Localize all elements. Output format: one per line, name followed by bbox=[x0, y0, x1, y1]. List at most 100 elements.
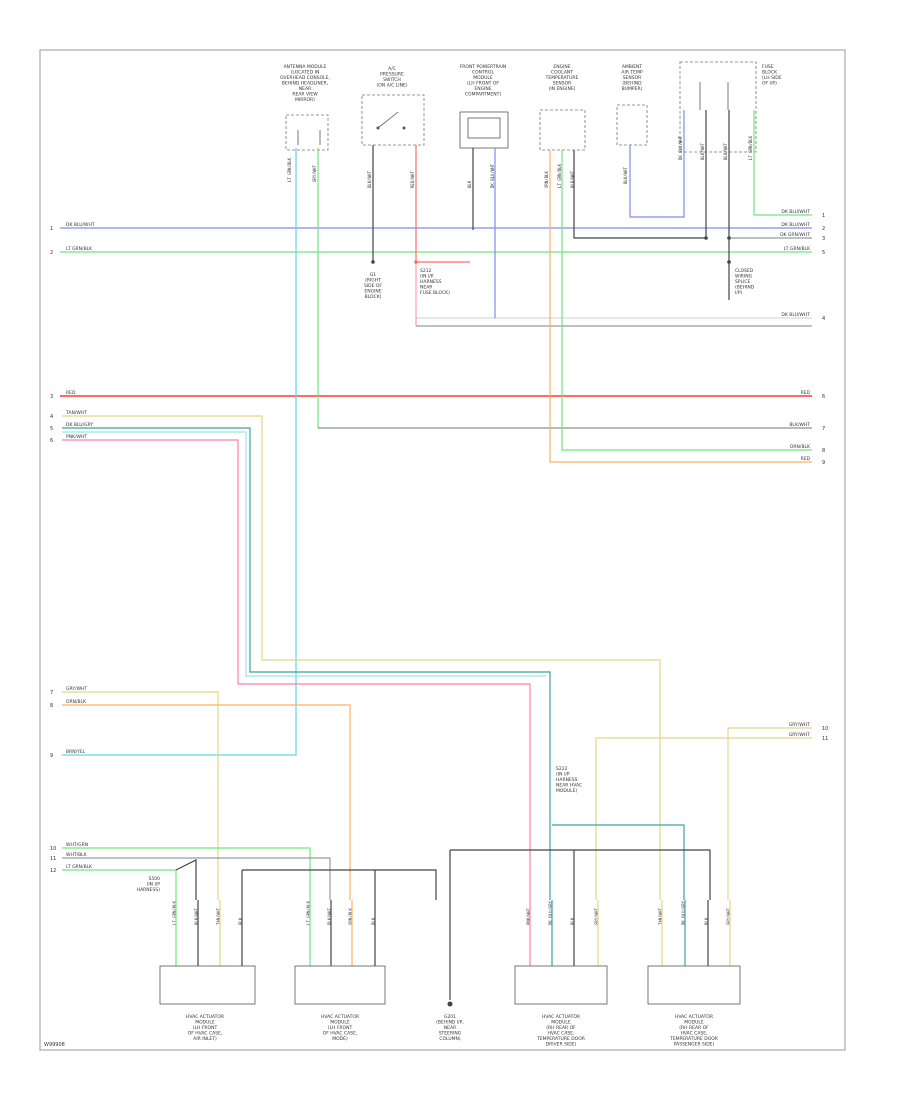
svg-text:DK BLU/GRY: DK BLU/GRY bbox=[548, 900, 553, 925]
left-wire-label: RED bbox=[66, 390, 76, 396]
svg-text:ORN/BLK: ORN/BLK bbox=[544, 171, 549, 188]
hvac-actuator-temp-passenger bbox=[647, 965, 741, 1005]
svg-text:TAN/WHT: TAN/WHT bbox=[658, 908, 663, 925]
right-wire-num: 4 bbox=[822, 316, 825, 322]
svg-text:BLK: BLK bbox=[467, 180, 472, 188]
svg-text:DK BLU/GRY: DK BLU/GRY bbox=[681, 900, 686, 925]
svg-text:LT GRN/BLK: LT GRN/BLK bbox=[287, 157, 292, 182]
wires-middle bbox=[62, 415, 812, 900]
svg-text:BLK: BLK bbox=[238, 917, 243, 925]
left-wire-label: WHT/BLK bbox=[66, 852, 88, 858]
svg-text:ORN/BLK: ORN/BLK bbox=[348, 908, 353, 925]
left-wire-num: 6 bbox=[50, 438, 53, 444]
right-wire-label: ORN/BLK bbox=[790, 444, 811, 450]
svg-text:LT GRN/BLK: LT GRN/BLK bbox=[172, 900, 177, 925]
right-wire-label: RED bbox=[801, 456, 811, 462]
left-wire-label: WHT/GRN bbox=[66, 842, 88, 848]
right-wire-num: 6 bbox=[822, 394, 825, 400]
svg-text:BLK/WHT: BLK/WHT bbox=[723, 143, 728, 160]
svg-text:LT GRN/BLK: LT GRN/BLK bbox=[557, 163, 562, 188]
left-wire-labels: 1 DK BLU/WHT 2 LT GRN/BLK 3 RED 4 TAN/WH… bbox=[50, 222, 95, 874]
left-wire-num: 8 bbox=[50, 703, 53, 709]
svg-text:BLK/WHT: BLK/WHT bbox=[194, 908, 199, 925]
svg-text:DK BLU/WHT: DK BLU/WHT bbox=[490, 163, 495, 188]
svg-text:LT GRN/BLK: LT GRN/BLK bbox=[748, 135, 753, 160]
left-wire-label: GRY/WHT bbox=[66, 686, 87, 692]
left-wire-label: BRN/YEL bbox=[66, 749, 86, 755]
right-wire-labels: DK BLU/WHT 1 DK BLU/WHT 2 DK GRN/WHT 3 D… bbox=[780, 209, 828, 742]
right-wire-label: DK BLU/WHT bbox=[781, 222, 810, 228]
svg-text:TAN/WHT: TAN/WHT bbox=[216, 908, 221, 925]
right-wire-num: 8 bbox=[822, 448, 825, 454]
left-wire-label: DK BLU/WHT bbox=[66, 222, 95, 228]
hvac-actuator-air-inlet bbox=[159, 965, 256, 1005]
left-wire-num: 10 bbox=[50, 846, 56, 852]
right-wire-num: 11 bbox=[822, 736, 828, 742]
left-wire-label: ORN/BLK bbox=[66, 699, 87, 705]
top-pin-labels: LT GRN/BLK GRY/WHT BLK/WHT RED/WHT BLK D… bbox=[287, 135, 753, 188]
svg-text:RED/WHT: RED/WHT bbox=[410, 171, 415, 188]
right-wire-label: DK BLU/WHT bbox=[781, 312, 810, 318]
left-wire-num: 3 bbox=[50, 394, 53, 400]
diagram-id: W99908 bbox=[44, 1042, 65, 1048]
right-wire-num: 5 bbox=[822, 250, 825, 256]
svg-text:BLK: BLK bbox=[704, 917, 709, 925]
svg-text:LT GRN/BLK: LT GRN/BLK bbox=[306, 900, 311, 925]
ground-symbol-g201 bbox=[447, 1001, 453, 1007]
right-wire-num: 7 bbox=[822, 426, 825, 432]
svg-text:BLK: BLK bbox=[570, 917, 575, 925]
right-wire-label: GRY/WHT bbox=[789, 722, 810, 728]
right-wire-label: RED bbox=[801, 390, 811, 396]
right-wire-label: GRY/WHT bbox=[789, 732, 810, 738]
left-wire-label: TAN/WHT bbox=[65, 410, 87, 416]
right-wire-num: 9 bbox=[822, 460, 825, 466]
right-wire-num: 10 bbox=[822, 726, 828, 732]
svg-text:BLK/WHT: BLK/WHT bbox=[367, 171, 372, 188]
right-wire-num: 3 bbox=[822, 236, 825, 242]
bottom-modules bbox=[159, 965, 741, 1007]
left-wire-label: DK BLU/GRY bbox=[66, 422, 93, 428]
svg-text:BLK/WHT: BLK/WHT bbox=[623, 167, 628, 184]
hvac-actuator-mode bbox=[294, 965, 386, 1005]
left-wire-num: 12 bbox=[50, 868, 56, 874]
right-wire-label: DK BLU/WHT bbox=[781, 209, 810, 215]
left-wire-label: PNK/WHT bbox=[66, 434, 87, 440]
hvac-actuator-temp-driver bbox=[514, 965, 608, 1005]
left-wire-num: 4 bbox=[50, 414, 53, 420]
svg-text:BLK: BLK bbox=[371, 917, 376, 925]
left-wire-num: 5 bbox=[50, 426, 53, 432]
bottom-pin-labels: LT GRN/BLK BLK/WHT TAN/WHT BLK LT GRN/BL… bbox=[172, 900, 731, 925]
right-wire-label: LT GRN/BLK bbox=[784, 246, 811, 252]
right-wire-label: DK GRN/WHT bbox=[780, 232, 810, 238]
left-wire-num: 1 bbox=[50, 226, 53, 232]
svg-text:PNK/WHT: PNK/WHT bbox=[526, 908, 531, 925]
svg-text:DK BLU/WHT: DK BLU/WHT bbox=[678, 135, 683, 160]
wires-top bbox=[60, 110, 812, 756]
wires-bottom bbox=[175, 850, 731, 1000]
